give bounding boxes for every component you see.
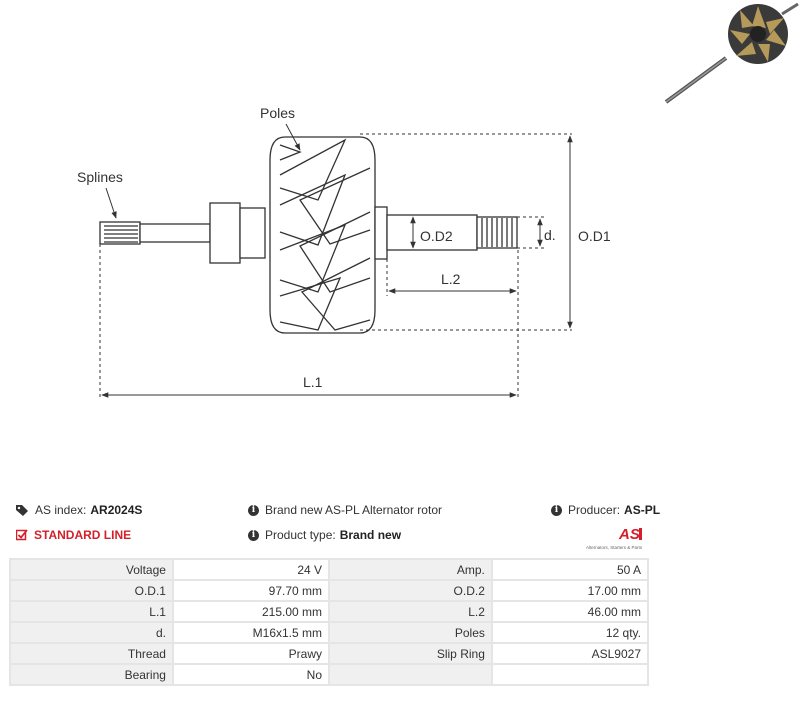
l2-label: L.2 bbox=[441, 271, 461, 287]
spec-value: 50 A bbox=[492, 560, 647, 579]
spec-key: O.D.1 bbox=[11, 581, 172, 600]
info-icon: i bbox=[248, 529, 259, 541]
as-index-label: AS index: bbox=[35, 503, 87, 517]
spec-key: Poles bbox=[330, 623, 491, 642]
spec-value: Prawy bbox=[173, 644, 329, 663]
spec-key: L.1 bbox=[11, 602, 172, 621]
product-type-label: Product type: bbox=[265, 528, 336, 542]
as-index: AS index: AR2024S bbox=[16, 503, 142, 517]
spec-value: M16x1.5 mm bbox=[173, 623, 329, 642]
spec-value: ASL9027 bbox=[492, 644, 647, 663]
producer: i Producer: AS-PL bbox=[551, 503, 660, 517]
logo-tagline: Alternators, Starters & Parts bbox=[586, 545, 643, 550]
spec-key: Amp. bbox=[330, 560, 491, 579]
as-pl-logo: AS Alternators, Starters & Parts bbox=[586, 526, 643, 550]
standard-line-label: STANDARD LINE bbox=[34, 528, 132, 542]
spec-key: Bearing bbox=[11, 665, 172, 684]
spec-value: 46.00 mm bbox=[492, 602, 647, 621]
rotor-technical-drawing: Poles Splines O.D2 d. O.D1 L.2 L.1 bbox=[77, 105, 611, 398]
l1-label: L.1 bbox=[303, 374, 323, 390]
check-square-icon bbox=[16, 529, 28, 541]
product-type: i Product type: Brand new bbox=[248, 528, 401, 542]
spec-key: Thread bbox=[11, 644, 172, 663]
info-icon: i bbox=[248, 504, 259, 516]
spec-key: d. bbox=[11, 623, 172, 642]
producer-value: AS-PL bbox=[624, 503, 661, 517]
producer-label: Producer: bbox=[568, 503, 621, 517]
od2-label: O.D2 bbox=[420, 228, 453, 244]
spec-value: 17.00 mm bbox=[492, 581, 647, 600]
spec-key: Voltage bbox=[11, 560, 172, 579]
spec-value: 97.70 mm bbox=[173, 581, 329, 600]
spec-value bbox=[492, 665, 647, 684]
tag-icon bbox=[16, 504, 28, 516]
spec-key: Slip Ring bbox=[330, 644, 491, 663]
product-type-value: Brand new bbox=[339, 528, 402, 542]
standard-line: STANDARD LINE bbox=[16, 528, 131, 542]
d-label: d. bbox=[544, 227, 556, 243]
spec-value: 215.00 mm bbox=[173, 602, 329, 621]
spec-value: 24 V bbox=[173, 560, 329, 579]
spec-value: No bbox=[173, 665, 329, 684]
logo-text: AS bbox=[618, 526, 640, 543]
spec-key bbox=[330, 665, 491, 684]
description-text: Brand new AS-PL Alternator rotor bbox=[265, 503, 442, 517]
poles-label: Poles bbox=[260, 105, 295, 121]
splines-label: Splines bbox=[77, 169, 123, 185]
spec-key: O.D.2 bbox=[330, 581, 491, 600]
spec-value: 12 qty. bbox=[492, 623, 647, 642]
spec-key: L.2 bbox=[330, 602, 491, 621]
description: i Brand new AS-PL Alternator rotor bbox=[248, 503, 442, 517]
info-icon: i bbox=[551, 504, 562, 516]
rotor-photo bbox=[664, 2, 799, 104]
product-info: AS index: AR2024S STANDARD LINE i Brand … bbox=[16, 503, 660, 553]
as-index-value: AR2024S bbox=[90, 503, 143, 517]
od1-label: O.D1 bbox=[578, 228, 611, 244]
